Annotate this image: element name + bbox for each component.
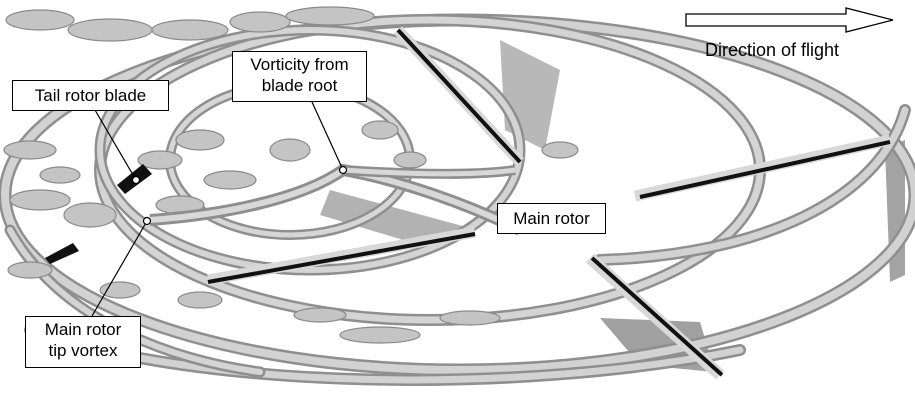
label-main-rotor-tip-vortex: Main rotor tip vortex (25, 316, 141, 368)
wake-blob (68, 19, 152, 41)
direction-of-flight-label: Direction of flight (705, 40, 839, 61)
leader-tip-vortex (92, 221, 147, 316)
wake-blob (286, 7, 374, 25)
direction-arrow (686, 8, 893, 32)
wake-blob (152, 20, 228, 40)
label-main-rotor-text: Main rotor (504, 208, 599, 229)
direction-arrow-icon (686, 8, 893, 32)
wake-sheet-upper (500, 40, 560, 150)
marker-tail-rotor (133, 177, 140, 184)
wake-blob (6, 10, 74, 30)
label-vorticity-blade-root: Vorticity from blade root (232, 51, 367, 102)
wake-blob (10, 190, 70, 210)
wake-blob (270, 139, 310, 161)
label-tip-vortex-line-1: Main rotor (32, 319, 134, 340)
marker-tip-vortex (144, 218, 151, 225)
wake-blob (100, 282, 140, 298)
wake-blob (542, 142, 578, 158)
wake-blob (64, 203, 116, 227)
label-tip-vortex-line-2: tip vortex (32, 340, 134, 361)
main-rotor-blade-left-edge (208, 234, 475, 282)
label-tail-rotor-blade-text: Tail rotor blade (19, 85, 162, 106)
label-vorticity-line-2: blade root (239, 75, 360, 96)
marker-vorticity (340, 167, 347, 174)
label-main-rotor: Main rotor (497, 203, 606, 234)
wake-blob (440, 311, 500, 325)
wake-blob (340, 327, 420, 343)
wake-blob (176, 130, 224, 150)
wake-blob (204, 171, 256, 189)
wake-blob (178, 292, 222, 308)
wake-blob (294, 308, 346, 322)
leader-vorticity (312, 102, 343, 170)
label-vorticity-line-1: Vorticity from (239, 54, 360, 75)
label-tail-rotor-blade: Tail rotor blade (12, 80, 169, 111)
wake-blob (230, 12, 290, 32)
wake-blob (8, 262, 52, 278)
wake-blob (394, 152, 426, 168)
tail-rotor-blade-lower (45, 243, 79, 264)
wake-blob (362, 121, 398, 139)
wake-blob (40, 167, 80, 183)
wake-blob (4, 141, 56, 159)
